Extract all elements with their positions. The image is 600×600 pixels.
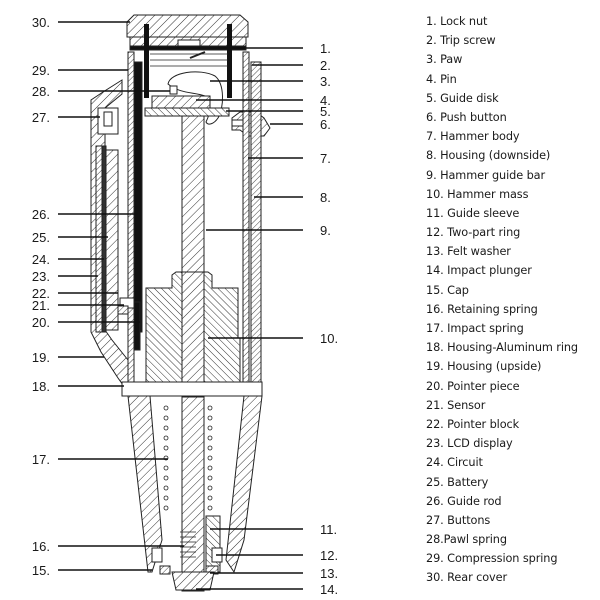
compression-spring-right [227,24,232,98]
callout-number: 8. [320,190,331,205]
legend-item: 22. Pointer block [426,417,520,431]
impact-spring [163,405,213,511]
callout-number: 16. [32,539,50,554]
legend-item: 8. Housing (downside) [426,149,551,163]
callout-number: 29. [32,63,50,78]
legend-item: 17. Impact spring [426,322,524,335]
cap-left [151,547,163,563]
callout-number: 25. [32,230,50,245]
callout-number: 11. [320,522,337,537]
legend-item: 18. Housing-Aluminum ring [426,341,579,355]
hammer-body-left [127,51,135,393]
legend-item: 20. Pointer piece [426,379,520,393]
callout-number: 3. [320,74,331,89]
callout-number: 14. [320,582,338,597]
pointer-piece [133,301,141,351]
callout-number: 19. [32,350,50,365]
legend-item: 10. Hammer mass [426,187,529,201]
callout-number: 2. [320,58,331,73]
compression-spring-left [144,24,149,98]
callout-number: 5. [320,104,331,119]
sensor [117,305,129,315]
legend-item: 16. Retaining spring [426,302,538,316]
callouts-left: 30. 29. 28. 27. 26. 25. 24. 23. 22.21. 20. 19. 18. 1… [32,15,184,578]
pin [169,85,178,95]
legend-item: 24. Circuit [426,456,483,470]
callout-number: 23. [32,269,50,284]
legend-item: 5. Guide disk [426,91,499,105]
lock-nut-slot [177,39,201,47]
callout-number: 28. [32,84,50,99]
aluminum-ring [121,381,263,397]
legend-item: 23. LCD display [426,437,513,451]
legend-item: 28.Pawl spring [426,533,507,547]
callout-number: 6. [320,117,331,132]
callout-number: 22. [32,286,50,301]
legend-item: 13. Felt washer [426,245,511,259]
paw [167,71,223,125]
callout-number: 24. [32,252,50,267]
rear-cover [126,14,249,38]
callout-number: 13. [320,566,338,581]
callout-number: 17. [32,452,50,467]
legend-item: 19. Housing (upside) [426,360,542,374]
callout-number: 15. [32,563,50,578]
legend-item: 26. Guide rod [426,494,502,508]
legend-item: 2. Trip screw [426,34,496,48]
legend-item: 25. Battery [426,475,489,489]
callout-number: 26. [32,207,50,222]
legend-item: 9. Hammer guide bar [426,168,546,182]
legend-item: 30. Rear cover [426,571,508,585]
callout-number: 20. [32,315,50,330]
callout-number: 7. [320,151,331,166]
parts-legend: 1. Lock nut 2. Trip screw 3. Paw 4. Pin 5. G… [426,12,600,588]
callout-number: 9. [320,223,331,238]
legend-item: 15. Cap [426,283,469,297]
circuit [101,145,107,333]
cross-section-diagram: 30. 29. 28. 27. 26. 25. 24. 23. 22.21. 20. 19. 18. 1… [32,14,338,597]
impact-plunger [171,571,215,591]
nose-housing-right [225,395,263,574]
legend-item: 29. Compression spring [426,552,558,566]
retaining-spring [180,531,196,558]
callout-number: 30. [32,15,50,30]
guide-rod [133,61,143,333]
legend-item: 1. Lock nut [426,15,488,28]
callouts-right: 1. 2.3. 4.5.6. 7. 8. 9. 10. 11. 12. 13.14. [196,41,338,597]
guide-sleeve [205,515,221,573]
callout-number: 10. [320,331,338,346]
callout-number: 4. [320,93,331,108]
lcd-display [95,145,103,333]
callout-number: 12. [320,548,338,563]
trip-screw [189,51,206,59]
callout-number: 18. [32,379,50,394]
callout-number: 27. [32,110,50,125]
legend-item: 3. Paw [426,53,463,67]
battery [105,149,119,331]
legend-item: 6. Push button [426,110,507,124]
callout-number: 21. [32,298,50,313]
legend-item: 11. Guide sleeve [426,206,520,220]
legend-item: 7. Hammer body [426,130,520,144]
instrument-drawing [90,14,271,592]
legend-item: 21. Sensor [426,398,486,412]
guide-disk-base [144,107,230,117]
felt-washer-left [159,565,171,575]
legend-item: 12. Two-part ring [426,226,521,240]
hammer-body-right [242,51,250,393]
callout-number: 1. [320,41,331,56]
legend-item: 14. Impact plunger [426,264,532,278]
legend-item: 27. Buttons [426,513,491,527]
legend-item: 4. Pin [426,72,457,86]
